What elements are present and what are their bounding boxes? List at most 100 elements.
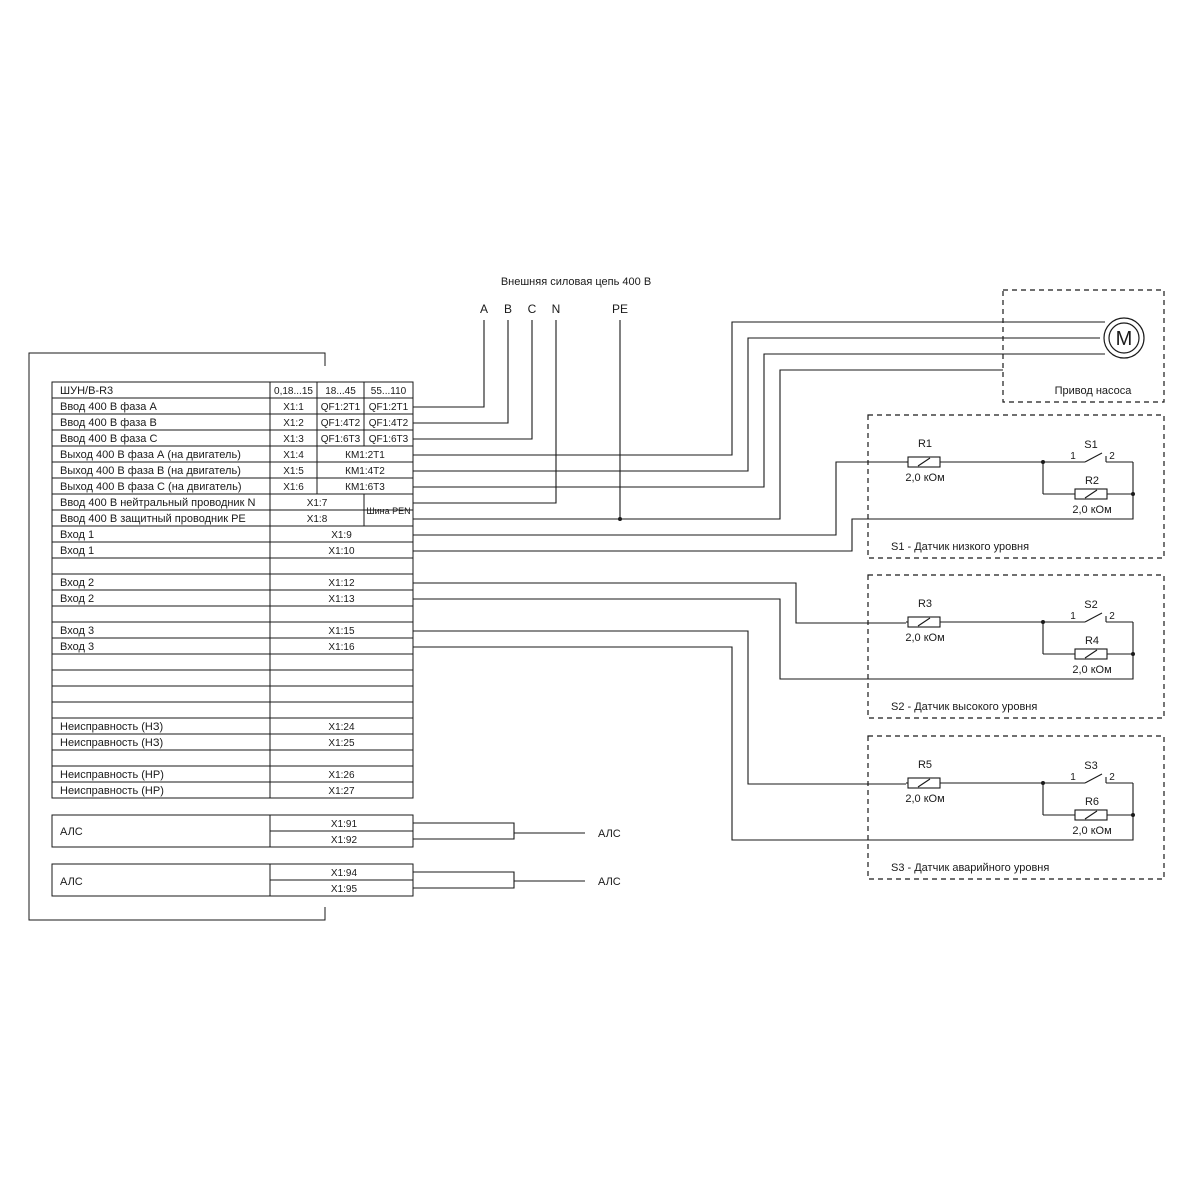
row-label: Ввод 400 В фаза А [60,401,157,413]
row-label: Вход 2 [60,593,94,605]
table-row: X1:27 Неисправность (НР) [52,782,413,799]
motor-wires [413,321,1105,520]
table-row: X1:8 Ввод 400 В защитный проводник PE [52,510,413,527]
motor-box: M Привод насоса [1002,289,1165,403]
col-head-power-range-2: 18...45 [325,386,356,397]
terminal-cell: X1:26 [328,770,355,781]
terminal-cell: X1:13 [328,594,355,605]
resistor-value: 2,0 кОм [1072,664,1111,676]
col-head-power-range-1: 0,18...15 [274,386,313,397]
terminal-cell: QF1:6T3 [369,434,409,445]
resistor-label: R2 [1085,475,1099,487]
als-1-output-label: АЛС [598,828,621,840]
row-label: Неисправность (НЗ) [60,737,163,749]
switch-pin-2: 2 [1109,772,1115,783]
row-label: Вход 2 [60,577,94,589]
als-1-terminal-a: X1:91 [331,819,358,830]
table-row [52,686,413,703]
motor-symbol-icon: M [1116,328,1133,350]
terminal-cell: X1:6 [283,482,304,493]
power-wires [413,320,622,521]
terminal-cell: QF1:6T3 [321,434,361,445]
row-label: Вход 3 [60,625,94,637]
row-label: Ввод 400 В фаза С [60,433,157,445]
table-row: X1:15 Вход 3 [52,622,413,639]
table-row: X1:7 Ввод 400 В нейтральный проводник N [52,494,413,511]
table-row: X1:26 Неисправность (НР) [52,766,413,783]
terminal-cell: QF1:4T2 [321,418,361,429]
row-label: Ввод 400 В нейтральный проводник N [60,497,255,509]
table-row: X1:16 Вход 3 [52,638,413,655]
terminal-cell: X1:25 [328,738,355,749]
table-row [52,606,413,623]
terminal-cell: X1:9 [331,530,352,541]
power-circuit-title: Внешняя силовая цепь 400 В [501,276,651,288]
terminal-cell: КМ1:6Т3 [345,482,385,493]
table-row [52,702,413,719]
terminal-cell: X1:15 [328,626,355,637]
switch-pin-2: 2 [1109,451,1115,462]
als-1-label: АЛС [60,826,83,838]
als-2-terminal-b: X1:95 [331,884,358,895]
terminal-cell: X1:27 [328,786,355,797]
table-row [52,750,413,767]
resistor-label: R3 [918,598,932,610]
als-block-1: АЛС X1:91 X1:92 АЛС [51,814,621,848]
motor-label: Привод насоса [1055,385,1133,397]
als-2-terminal-a: X1:94 [331,868,358,879]
panel-model-title: ШУН/В-R3 [60,385,113,397]
als-1-terminal-b: X1:92 [331,835,358,846]
als-2-label: АЛС [60,876,83,888]
pen-bus-label: Шина PEN [366,506,410,516]
terminal-cell: X1:1 [283,402,304,413]
bus-label-pe: PE [612,302,628,316]
table-row: X1:24 Неисправность (НЗ) [52,718,413,735]
switch-pin-1: 1 [1070,772,1076,783]
resistor-value: 2,0 кОм [905,632,944,644]
row-label: Неисправность (НЗ) [60,721,163,733]
row-label: Неисправность (НР) [60,785,164,797]
resistor-value: 2,0 кОм [1072,504,1111,516]
switch-label: S3 [1084,760,1097,772]
bus-label-n: N [552,302,561,316]
terminal-cell: X1:16 [328,642,355,653]
row-label: Вход 1 [60,545,94,557]
sensor-caption: S2 - Датчик высокого уровня [891,701,1037,713]
terminal-cell: X1:5 [283,466,304,477]
bus-label-b: B [504,302,512,316]
table-row: X1:10 Вход 1 [52,542,413,559]
row-label: Неисправность (НР) [60,769,164,781]
table-row: X1:25 Неисправность (НЗ) [52,734,413,751]
terminal-cell: X1:24 [328,722,355,733]
table-row [52,654,413,671]
terminal-cell: КМ1:4Т2 [345,466,385,477]
terminal-cell: X1:10 [328,546,355,557]
cabinet-outline [28,352,326,921]
row-label: Выход 400 В фаза В (на двигатель) [60,465,241,477]
row-label: Ввод 400 В защитный проводник PE [60,513,246,525]
col-head-power-range-3: 55...110 [371,386,407,397]
switch-label: S1 [1084,439,1097,451]
terminal-cell: X1:7 [307,498,328,509]
row-label: Вход 3 [60,641,94,653]
table-row: X1:5 КМ1:4Т2 Выход 400 В фаза В (на двигат… [52,462,413,479]
row-label: Выход 400 В фаза А (на двигатель) [60,449,241,461]
terminal-cell: QF1:4T2 [369,418,409,429]
switch-pin-2: 2 [1109,611,1115,622]
bus-label-c: C [528,302,537,316]
terminal-cell: X1:4 [283,450,304,461]
terminal-cell: X1:8 [307,514,328,525]
